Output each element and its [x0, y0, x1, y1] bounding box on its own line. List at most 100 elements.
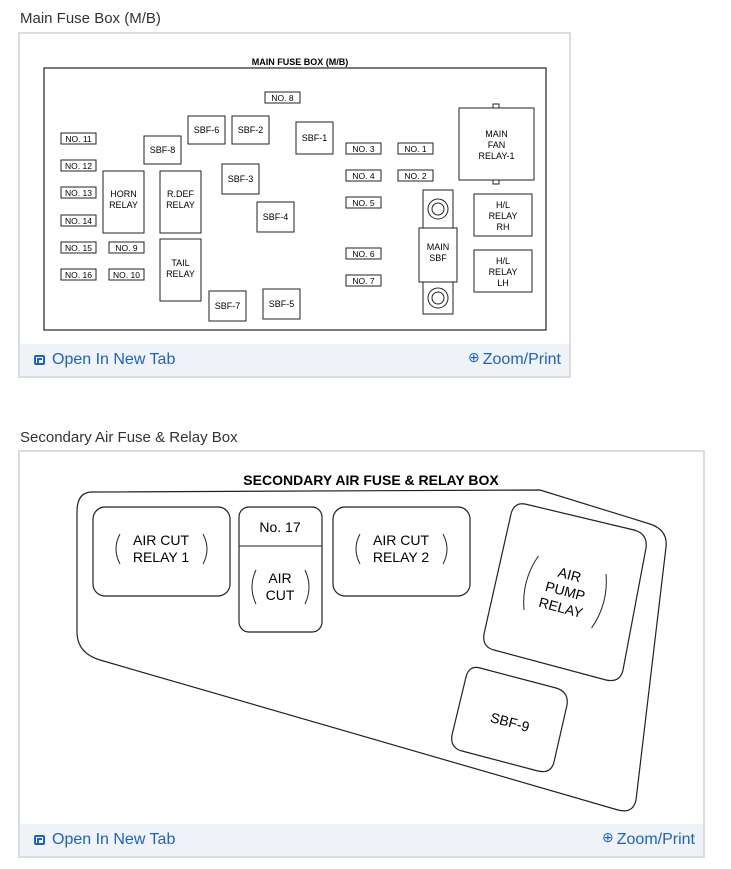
svg-text:NO. 11: NO. 11	[65, 134, 92, 144]
svg-text:SBF: SBF	[429, 253, 447, 263]
svg-text:NO. 4: NO. 4	[352, 171, 374, 181]
svg-text:SBF-9: SBF-9	[489, 709, 532, 735]
svg-text:NO. 13: NO. 13	[65, 188, 92, 198]
svg-text:NO. 7: NO. 7	[352, 276, 374, 286]
svg-text:LH: LH	[497, 278, 509, 288]
fuse-no-2: NO. 2	[397, 169, 434, 182]
sbf-8: SBF-8	[143, 135, 182, 165]
air-cut-relay-1: AIR CUT RELAY 1	[92, 506, 231, 597]
svg-text:NO. 9: NO. 9	[115, 243, 137, 253]
fuse-no-13: NO. 13	[60, 186, 97, 199]
open-tab-icon	[34, 355, 45, 365]
svg-text:RELAY: RELAY	[166, 269, 195, 279]
svg-text:AIR: AIR	[556, 564, 583, 585]
open-in-new-tab-link[interactable]: Open In New Tab	[34, 351, 175, 369]
svg-text:SBF-5: SBF-5	[269, 299, 295, 309]
zoom-icon: ⊕	[468, 348, 480, 365]
open-tab-icon	[34, 835, 45, 845]
svg-text:NO. 1: NO. 1	[404, 144, 426, 154]
svg-text:TAIL: TAIL	[171, 258, 189, 268]
sbf-5: SBF-5	[262, 288, 301, 320]
svg-text:SBF-8: SBF-8	[150, 145, 176, 155]
housing-outline	[76, 489, 667, 812]
section-title-main-fuse-box: Main Fuse Box (M/B)	[20, 10, 161, 27]
section-title-secondary-air: Secondary Air Fuse & Relay Box	[20, 429, 238, 446]
main-sbf: MAIN SBF	[418, 189, 458, 315]
svg-text:RELAY: RELAY	[489, 267, 518, 277]
svg-text:No. 17: No. 17	[259, 519, 300, 535]
zoom-print-label: Zoom/Print	[616, 831, 695, 848]
svg-text:RH: RH	[497, 222, 510, 232]
fuse-no-15: NO. 15	[60, 241, 97, 254]
zoom-print-link[interactable]: ⊕ Zoom/Print	[468, 348, 561, 369]
fuse-box-outline	[43, 67, 547, 331]
air-pump-relay: AIR PUMP RELAY	[483, 503, 647, 682]
fuse-no-3: NO. 3	[345, 142, 382, 155]
hl-relay-rh: H/L RELAY RH	[473, 193, 533, 237]
svg-text:AIR: AIR	[268, 570, 291, 586]
svg-text:RELAY-1: RELAY-1	[478, 151, 514, 161]
svg-text:RELAY: RELAY	[109, 200, 138, 210]
main-fuse-box-card: MAIN FUSE BOX (M/B) NO. 8 NO. 11 NO. 12 …	[18, 32, 571, 378]
sbf-3: SBF-3	[221, 163, 260, 195]
svg-text:MAIN: MAIN	[485, 129, 508, 139]
main-fan-relay-1: MAIN FAN RELAY-1	[458, 103, 535, 185]
fuse-no-11: NO. 11	[60, 132, 97, 145]
card-footer: Open In New Tab ⊕ Zoom/Print	[20, 344, 569, 376]
svg-text:HORN: HORN	[110, 189, 137, 199]
sbf-7: SBF-7	[208, 290, 247, 322]
svg-text:RELAY: RELAY	[489, 211, 518, 221]
diagram-title: MAIN FUSE BOX (M/B)	[252, 57, 349, 67]
hl-relay-lh: H/L RELAY LH	[473, 249, 533, 293]
open-in-new-tab-label: Open In New Tab	[52, 351, 176, 368]
svg-text:AIR CUT: AIR CUT	[133, 532, 189, 548]
svg-text:NO. 6: NO. 6	[352, 249, 374, 259]
diagram-title: SECONDARY AIR FUSE & RELAY BOX	[243, 472, 499, 488]
fuse-no-6: NO. 6	[345, 247, 382, 260]
svg-text:H/L: H/L	[496, 200, 510, 210]
svg-text:RELAY 1: RELAY 1	[133, 549, 190, 565]
secondary-air-diagram: SECONDARY AIR FUSE & RELAY BOX AIR CUT R…	[76, 472, 667, 812]
horn-relay: HORN RELAY	[102, 170, 145, 234]
svg-text:NO. 3: NO. 3	[352, 144, 374, 154]
svg-text:NO. 15: NO. 15	[65, 243, 92, 253]
svg-text:NO. 8: NO. 8	[271, 93, 293, 103]
svg-text:SBF-6: SBF-6	[194, 125, 220, 135]
svg-text:SBF-1: SBF-1	[302, 133, 328, 143]
svg-text:AIR CUT: AIR CUT	[373, 532, 429, 548]
svg-text:CUT: CUT	[266, 587, 295, 603]
svg-text:H/L: H/L	[496, 256, 510, 266]
open-in-new-tab-link[interactable]: Open In New Tab	[34, 831, 175, 849]
svg-text:NO. 14: NO. 14	[65, 216, 92, 226]
main-fuse-box-diagram: MAIN FUSE BOX (M/B) NO. 8 NO. 11 NO. 12 …	[43, 57, 547, 331]
svg-text:RELAY: RELAY	[166, 200, 195, 210]
zoom-print-label: Zoom/Print	[482, 351, 561, 368]
rdef-relay: R.DEF RELAY	[159, 170, 202, 234]
fuse-no-9: NO. 9	[108, 241, 145, 254]
svg-text:SBF-3: SBF-3	[228, 174, 254, 184]
open-in-new-tab-label: Open In New Tab	[52, 831, 176, 848]
svg-text:NO. 2: NO. 2	[404, 171, 426, 181]
zoom-icon: ⊕	[602, 828, 614, 845]
fuse-no-16: NO. 16	[60, 268, 97, 281]
secondary-air-card: SECONDARY AIR FUSE & RELAY BOX AIR CUT R…	[18, 450, 705, 858]
fuse-no-4: NO. 4	[345, 169, 382, 182]
svg-text:SBF-2: SBF-2	[238, 125, 264, 135]
zoom-print-link[interactable]: ⊕ Zoom/Print	[602, 828, 695, 849]
sbf-1: SBF-1	[295, 121, 334, 155]
svg-text:SBF-7: SBF-7	[215, 301, 241, 311]
sbf-2: SBF-2	[231, 115, 270, 145]
svg-text:SBF-4: SBF-4	[263, 212, 289, 222]
fuse-no-8: NO. 8	[264, 91, 301, 104]
fuse-no-5: NO. 5	[345, 196, 382, 209]
sbf-6: SBF-6	[187, 115, 226, 145]
fuse-no-1: NO. 1	[397, 142, 434, 155]
card-footer: Open In New Tab ⊕ Zoom/Print	[20, 824, 703, 856]
fuse-no-14: NO. 14	[60, 214, 97, 227]
tail-relay: TAIL RELAY	[159, 238, 202, 302]
air-cut-relay-2: AIR CUT RELAY 2	[332, 506, 471, 597]
fuse-no-10: NO. 10	[108, 268, 145, 281]
svg-text:MAIN: MAIN	[427, 242, 450, 252]
svg-text:NO. 10: NO. 10	[113, 270, 140, 280]
svg-text:NO. 5: NO. 5	[352, 198, 374, 208]
